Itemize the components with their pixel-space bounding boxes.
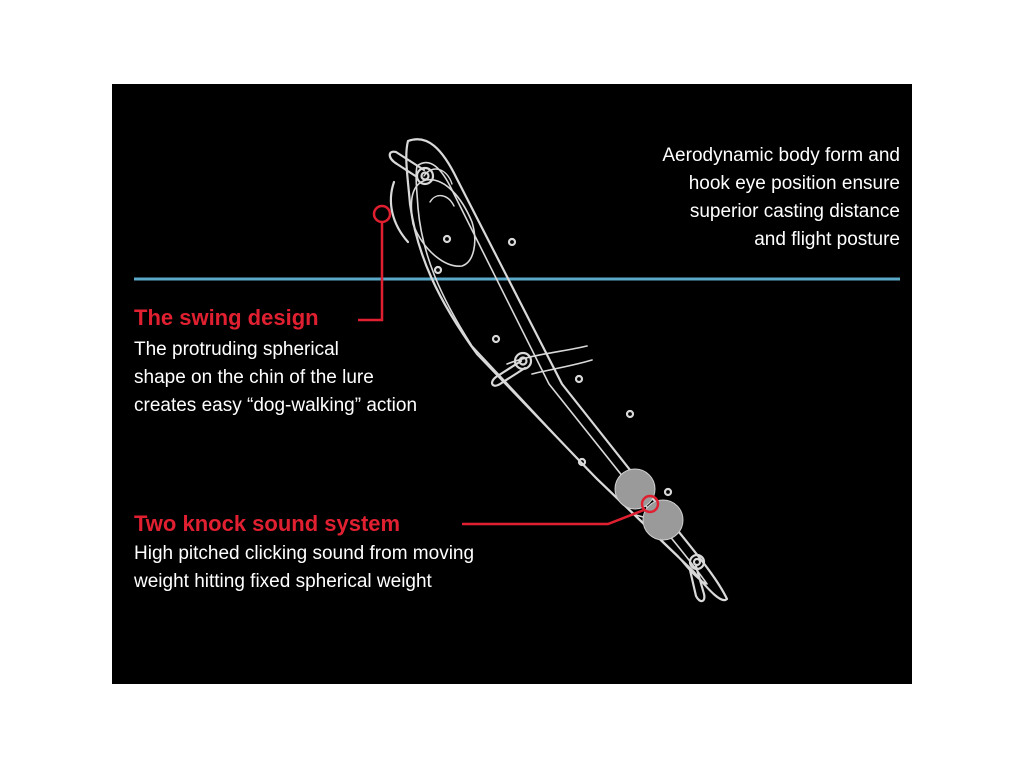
- line-tie-ring: [415, 166, 435, 186]
- line-tie-ring-inner: [420, 171, 430, 181]
- swing-line: creates easy “dog-walking” action: [134, 395, 418, 416]
- lure-diagram: [134, 138, 900, 603]
- rivet: [442, 234, 452, 244]
- rivet: [574, 374, 584, 384]
- knock-leader: [462, 494, 660, 526]
- knock-line: High pitched clicking sound from moving: [134, 543, 475, 564]
- belly-hook-ring: [513, 351, 533, 371]
- tail-hook-ring-inner: [692, 557, 702, 567]
- rivet: [577, 457, 587, 467]
- rivet: [663, 487, 673, 497]
- swing-leader-line: [358, 222, 384, 322]
- swing-title: The swing design: [134, 305, 319, 330]
- rivet: [507, 237, 517, 247]
- head-chamber: [410, 179, 476, 267]
- diagram-panel: Aerodynamic body form and hook eye posit…: [112, 84, 912, 684]
- rivet: [491, 334, 501, 344]
- swing-leader: [358, 204, 392, 322]
- casting-line: and flight posture: [754, 229, 900, 250]
- casting-callout: Aerodynamic body form and hook eye posit…: [662, 142, 900, 254]
- rivet: [625, 409, 635, 419]
- sound-weights: [614, 468, 684, 541]
- casting-line: hook eye position ensure: [688, 173, 900, 194]
- swing-marker: [372, 204, 392, 224]
- casting-line: Aerodynamic body form and: [662, 145, 900, 166]
- swing-description: The protruding spherical shape on the ch…: [134, 336, 417, 420]
- swing-line: shape on the chin of the lure: [134, 367, 374, 388]
- lure-outline: [405, 138, 729, 602]
- tail-hook-ring: [688, 553, 706, 571]
- knock-title: Two knock sound system: [134, 511, 401, 536]
- knock-marker: [640, 494, 660, 514]
- tail-hook-eye: [688, 564, 706, 603]
- chin-protrusion: [389, 180, 410, 244]
- knock-leader-line: [462, 508, 645, 526]
- lure-body: [388, 138, 729, 603]
- knock-description: High pitched clicking sound from moving …: [134, 540, 474, 596]
- moving-weight: [614, 468, 656, 510]
- casting-line: superior casting distance: [689, 201, 900, 222]
- line-tie-eye: [388, 150, 426, 179]
- knock-line: weight hitting fixed spherical weight: [134, 571, 432, 592]
- belly-hook-ring-inner: [518, 356, 528, 366]
- belly-hook-eye: [491, 359, 527, 387]
- swing-line: The protruding spherical: [134, 339, 339, 360]
- rivet: [433, 265, 443, 275]
- fixed-weight: [642, 499, 684, 541]
